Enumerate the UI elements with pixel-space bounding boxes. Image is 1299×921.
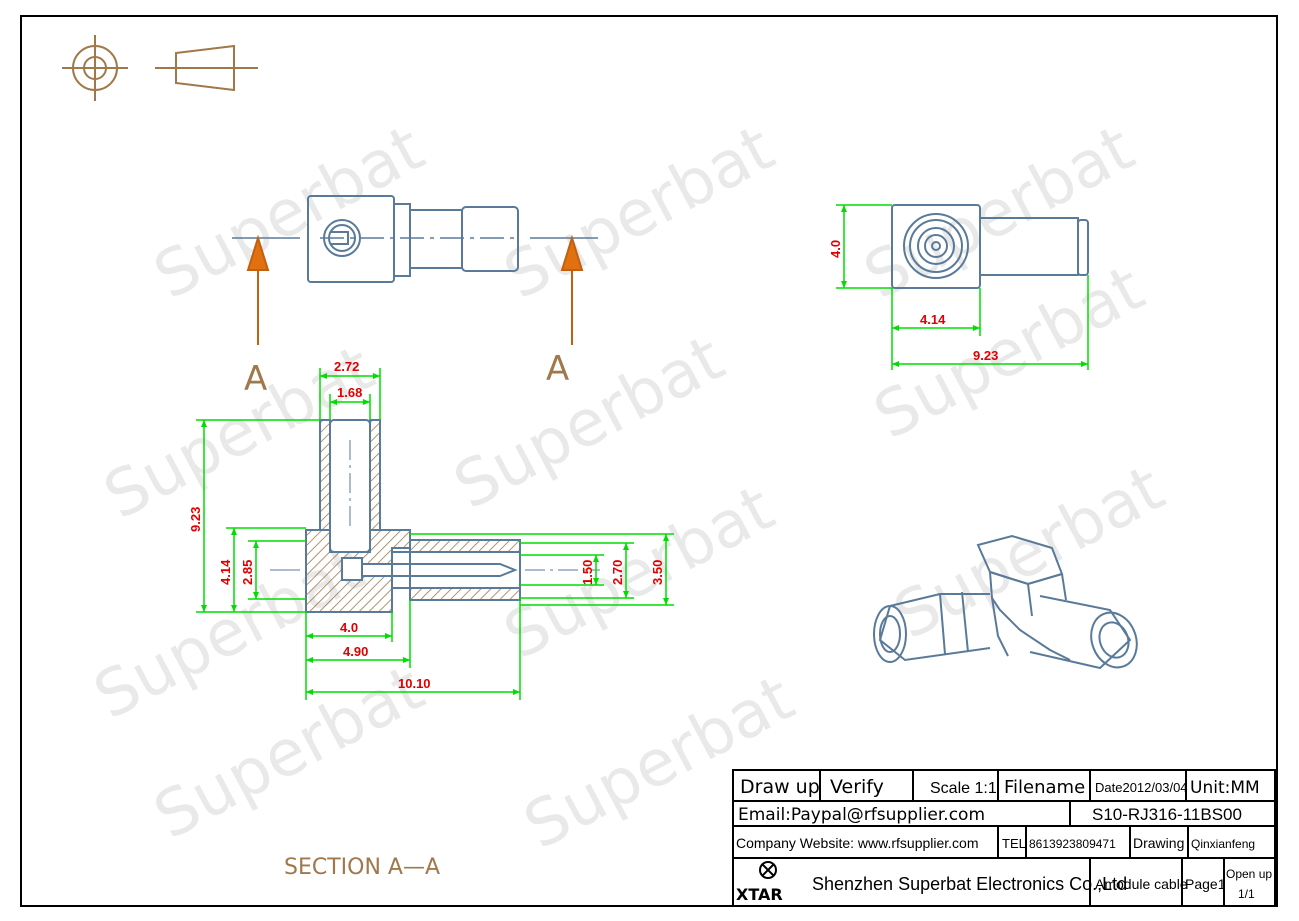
section-letter-left: A [244, 359, 267, 399]
title-open-up-value: 1/1 [1238, 887, 1255, 901]
dim-1-50: 1.50 [580, 560, 595, 585]
dim-2-85: 2.85 [240, 560, 255, 585]
dim-4-0-vertical: 4.0 [828, 240, 843, 258]
watermark: Superbat [443, 321, 736, 524]
title-page: Page1 [1185, 876, 1226, 892]
dim-4-14-horizontal: 4.14 [920, 312, 946, 327]
title-unit: Unit:MM [1190, 778, 1260, 798]
projection-symbol [62, 35, 258, 101]
title-date: Date2012/03/04 [1095, 780, 1188, 795]
title-scale: Scale 1:1 [930, 780, 997, 797]
title-part-number: S10-RJ316-11BS00 [1092, 805, 1242, 824]
section-centerlines [270, 440, 600, 571]
dim-4-0-horizontal: 4.0 [340, 620, 358, 635]
section-caption: SECTION A—A [284, 855, 440, 880]
title-drawing: Drawing [1133, 835, 1184, 851]
dim-4-14-vertical: 4.14 [218, 559, 233, 585]
watermark: Superbat [493, 471, 786, 674]
dim-1-68: 1.68 [337, 385, 362, 400]
title-tel: 8613923809471 [1029, 837, 1116, 851]
watermark: Superbat [513, 661, 806, 864]
title-product: Amodule cable [1095, 876, 1188, 892]
title-verify: Verify [830, 776, 884, 798]
section-dimension-lines [196, 368, 674, 700]
title-draw-up: Draw up [740, 776, 820, 798]
sheet-border [20, 15, 1278, 907]
section-view [305, 419, 521, 613]
title-drawer: Qinxianfeng [1191, 837, 1255, 851]
dim-2-70: 2.70 [610, 560, 625, 585]
title-block [732, 769, 1276, 907]
front-view [891, 204, 1089, 289]
dim-9-23-horizontal: 9.23 [973, 348, 998, 363]
top-view [307, 195, 519, 283]
title-open-up: Open up [1226, 867, 1272, 881]
title-tel-label: TEL [1002, 836, 1026, 851]
dim-4-90: 4.90 [343, 644, 368, 659]
title-email: Email:Paypal@rfsupplier.com [738, 805, 985, 825]
title-filename: Filename [1004, 777, 1085, 798]
title-website: Company Website: www.rfsupplier.com [736, 835, 979, 851]
watermark: Superbat [493, 111, 786, 314]
front-dimension-lines [836, 204, 1089, 370]
watermark-layer: Superbat Superbat Superbat Superbat Supe… [83, 111, 1176, 864]
watermark: Superbat [143, 111, 436, 314]
xtar-logo-text: XTAR [736, 885, 783, 904]
section-letter-right: A [546, 349, 569, 389]
watermark: Superbat [883, 451, 1176, 654]
section-arrows [246, 234, 584, 345]
dim-3-50: 3.50 [650, 560, 665, 585]
xtar-logo-icon: XTAR [736, 861, 783, 904]
title-company: Shenzhen Superbat Electronics Co.,Ltd [812, 874, 1127, 894]
dim-2-72: 2.72 [334, 359, 359, 374]
dim-9-23-vertical: 9.23 [188, 507, 203, 532]
isometric-view [873, 534, 1138, 670]
dim-10-10: 10.10 [398, 676, 431, 691]
